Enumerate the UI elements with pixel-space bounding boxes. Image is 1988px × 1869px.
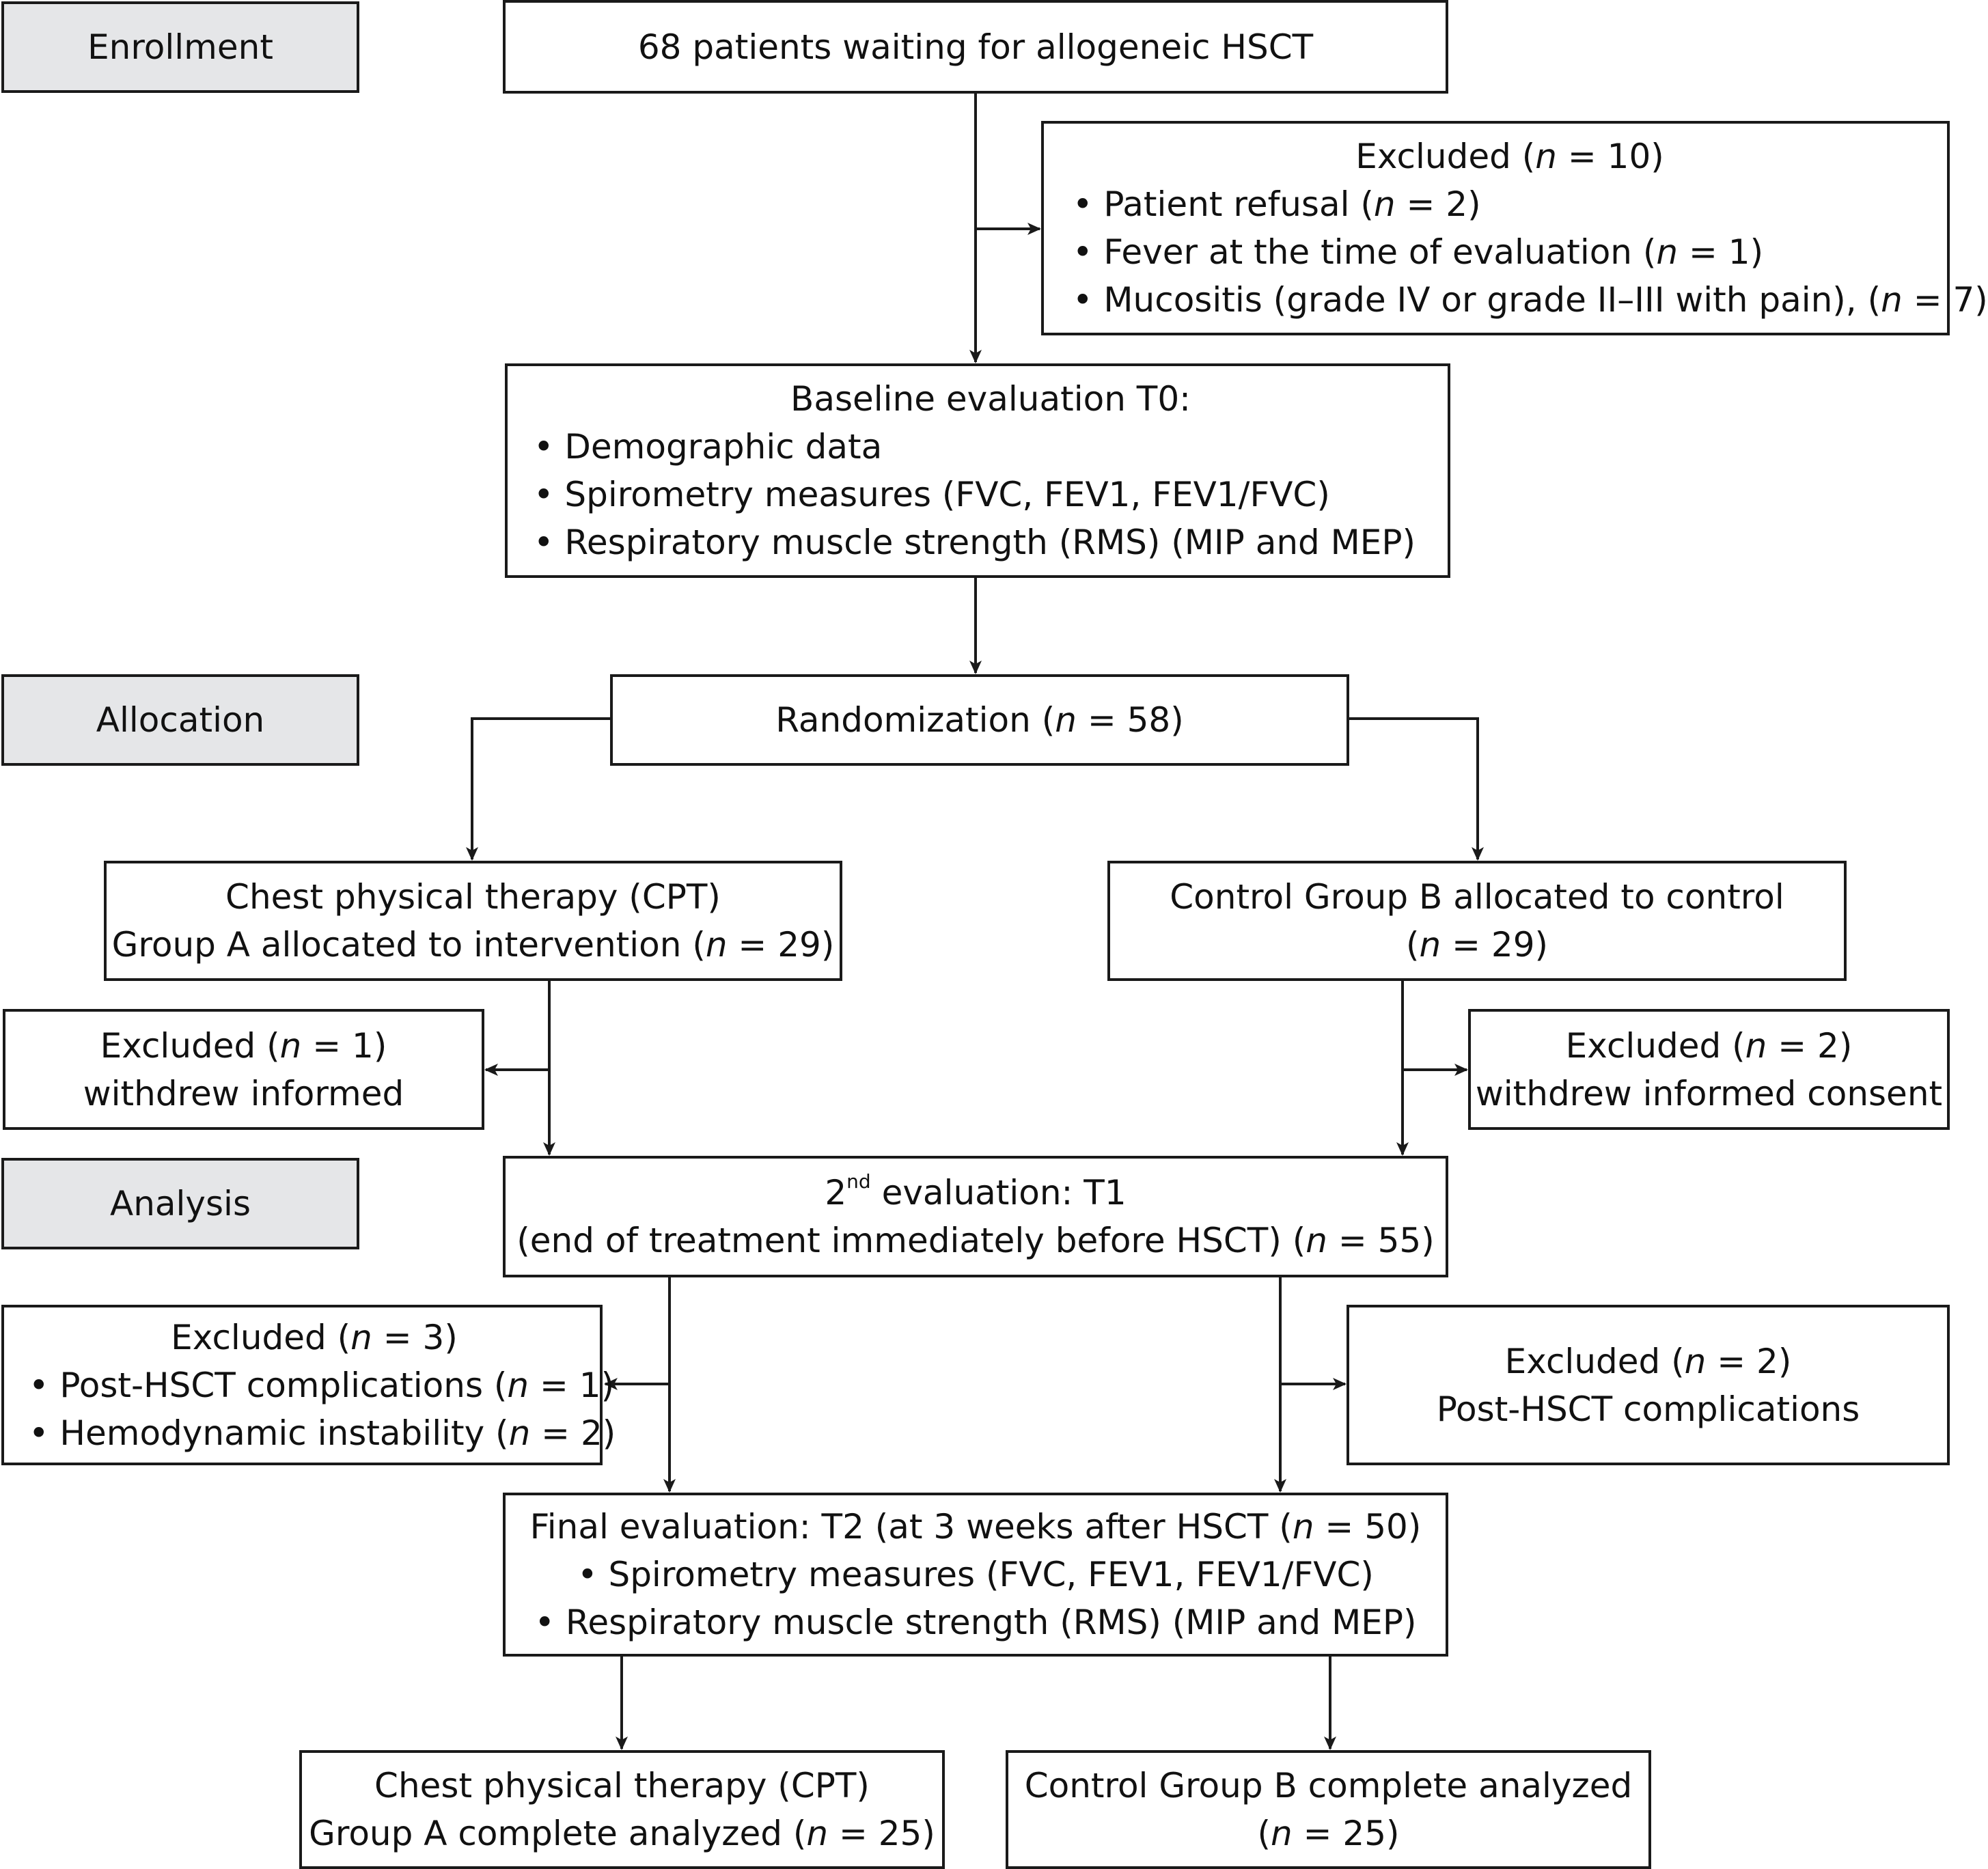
excluded-a-line1: Excluded (n = 1): [100, 1025, 387, 1066]
baseline-evaluation-box: Baseline evaluation T0: Demographic data…: [505, 363, 1450, 578]
excluded-box-group-a: Excluded (n = 1) withdrew informed: [3, 1009, 484, 1130]
stage-label-enrollment: Enrollment: [1, 1, 359, 93]
excluded-1-title: Excluded (n = 10): [1355, 137, 1664, 176]
stage-enrollment-text: Enrollment: [87, 27, 273, 67]
excluded-1-item: Mucositis (grade IV or grade II–III with…: [1073, 276, 1987, 324]
final-group-a-box: Chest physical therapy (CPT) Group A com…: [299, 1750, 945, 1869]
baseline-item: Respiratory muscle strength (RMS) (MIP a…: [534, 518, 1416, 566]
excluded-c-item: Post-HSCT complications (n = 1): [29, 1361, 614, 1409]
excluded-a-line2: withdrew informed: [83, 1073, 404, 1113]
excluded-1-item: Fever at the time of evaluation (n = 1): [1073, 228, 1763, 276]
group-a-box: Chest physical therapy (CPT) Group A all…: [104, 861, 842, 981]
group-b-line2: (n = 29): [1405, 925, 1549, 965]
excluded-c-item: Hemodynamic instability (n = 2): [29, 1409, 616, 1457]
excluded-d-line1: Excluded (n = 2): [1504, 1341, 1792, 1381]
second-eval-line1: 2nd evaluation: T1: [825, 1170, 1127, 1213]
excluded-box-post-hsct-a: Excluded (n = 3) Post-HSCT complications…: [1, 1305, 616, 1465]
excluded-c-title: Excluded (n = 3): [171, 1317, 458, 1357]
arrow-randomization-to-group-b: [1349, 717, 1484, 861]
final-a-line1: Chest physical therapy (CPT): [374, 1766, 870, 1805]
enrollment-box: 68 patients waiting for allogeneic HSCT: [503, 0, 1448, 94]
group-b-box: Control Group B allocated to control (n …: [1107, 861, 1847, 981]
excluded-box-group-b: Excluded (n = 2) withdrew informed conse…: [1468, 1009, 1950, 1130]
excluded-b-line1: Excluded (n = 2): [1565, 1025, 1853, 1066]
randomization-box: Randomization (n = 58): [610, 674, 1349, 766]
final-group-b-box: Control Group B complete analyzed (n = 2…: [1006, 1750, 1651, 1869]
arrow-randomization-to-group-a: [466, 717, 611, 861]
baseline-title: Baseline evaluation T0:: [790, 379, 1191, 419]
final-a-line2: Group A complete analyzed (n = 25): [309, 1814, 935, 1853]
randomization-text: Randomization (n = 58): [775, 700, 1184, 740]
group-a-line1: Chest physical therapy (CPT): [225, 877, 721, 917]
stage-label-analysis: Analysis: [1, 1158, 359, 1249]
excluded-b-line2: withdrew informed consent: [1475, 1073, 1943, 1113]
enrollment-text: 68 patients waiting for allogeneic HSCT: [637, 27, 1314, 67]
stage-label-allocation: Allocation: [1, 674, 359, 766]
stage-allocation-text: Allocation: [96, 700, 265, 740]
excluded-1-item: Patient refusal (n = 2): [1073, 180, 1480, 228]
group-a-line2: Group A allocated to intervention (n = 2…: [111, 925, 835, 965]
baseline-item: Demographic data: [534, 423, 882, 471]
excluded-d-line2: Post-HSCT complications: [1436, 1389, 1860, 1429]
final-b-line2: (n = 25): [1257, 1814, 1400, 1853]
stage-analysis-text: Analysis: [109, 1184, 251, 1223]
excluded-box-post-hsct-b: Excluded (n = 2) Post-HSCT complications: [1347, 1305, 1950, 1465]
second-evaluation-box: 2nd evaluation: T1 (end of treatment imm…: [503, 1156, 1448, 1277]
final-eval-item: Spirometry measures (FVC, FEV1, FEV1/FVC…: [577, 1551, 1373, 1598]
group-b-line1: Control Group B allocated to control: [1170, 877, 1784, 917]
final-b-line1: Control Group B complete analyzed: [1024, 1766, 1633, 1805]
excluded-box-enrollment: Excluded (n = 10) Patient refusal (n = 2…: [1041, 121, 1988, 335]
baseline-item: Spirometry measures (FVC, FEV1, FEV1/FVC…: [534, 471, 1329, 518]
final-eval-item: Respiratory muscle strength (RMS) (MIP a…: [534, 1598, 1417, 1646]
final-evaluation-box: Final evaluation: T2 (at 3 weeks after H…: [503, 1493, 1448, 1657]
final-eval-title: Final evaluation: T2 (at 3 weeks after H…: [529, 1507, 1422, 1547]
second-eval-line2: (end of treatment immediately before HSC…: [516, 1221, 1435, 1260]
